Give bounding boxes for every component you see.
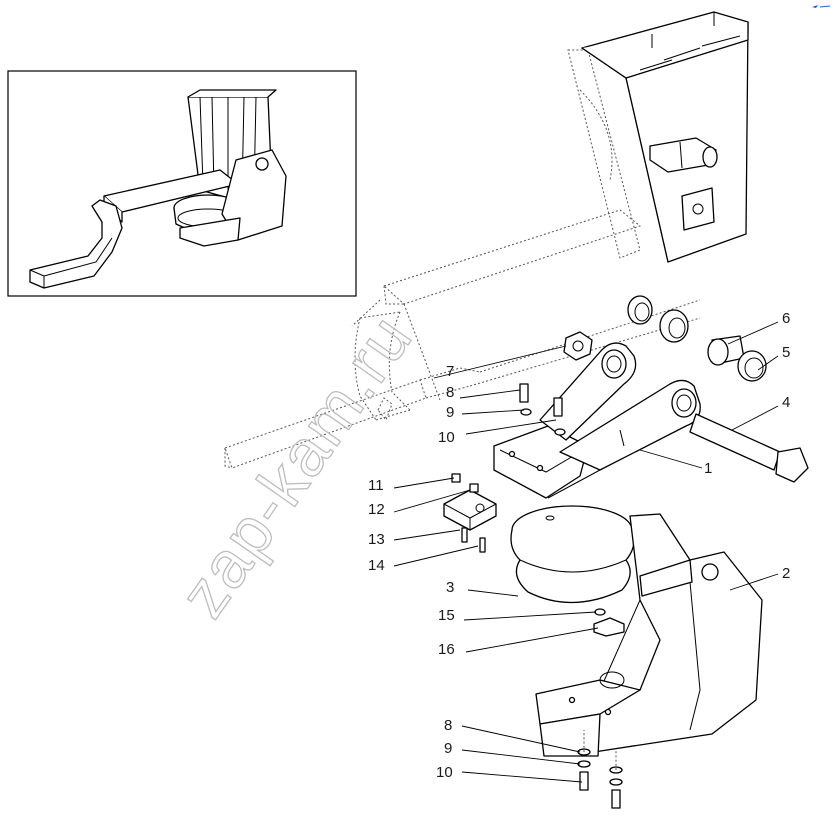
callout-9-lower: 9 bbox=[444, 740, 452, 757]
callout-3: 3 bbox=[446, 579, 454, 596]
callout-10-lower: 10 bbox=[436, 764, 453, 781]
callout-11: 11 bbox=[368, 477, 384, 494]
callout-6: 6 bbox=[782, 310, 790, 327]
callout-8-upper: 8 bbox=[446, 384, 454, 401]
link-arm-assembly bbox=[493, 342, 701, 499]
air-spring bbox=[510, 505, 635, 604]
upper-bracket bbox=[581, 11, 749, 263]
frame-phantom bbox=[224, 49, 701, 469]
callout-16: 16 bbox=[438, 641, 455, 658]
bolt-4 bbox=[689, 413, 809, 483]
callout-labels: 1 2 3 4 5 6 7 8 9 10 11 12 13 14 15 16 8… bbox=[368, 310, 790, 781]
callout-7: 7 bbox=[446, 363, 454, 380]
callout-14: 14 bbox=[368, 557, 385, 574]
callout-15: 15 bbox=[438, 607, 455, 624]
callout-1: 1 bbox=[704, 460, 712, 477]
upper-bolts bbox=[519, 383, 566, 436]
callout-2: 2 bbox=[782, 565, 790, 582]
sensor-bracket bbox=[443, 473, 497, 553]
callout-4: 4 bbox=[782, 394, 790, 411]
bushings bbox=[563, 295, 767, 382]
watermark: zap-kam.ru bbox=[165, 301, 426, 630]
callout-5: 5 bbox=[782, 344, 790, 361]
lower-bracket bbox=[535, 513, 763, 757]
callout-8-lower: 8 bbox=[444, 717, 452, 734]
callout-13: 13 bbox=[368, 531, 385, 548]
blue-mark-icon bbox=[812, 5, 831, 8]
callout-10-upper: 10 bbox=[438, 429, 455, 446]
callout-12: 12 bbox=[368, 501, 385, 518]
callout-9-upper: 9 bbox=[446, 404, 454, 421]
inset-view bbox=[7, 70, 357, 297]
leader-lines bbox=[393, 321, 779, 783]
